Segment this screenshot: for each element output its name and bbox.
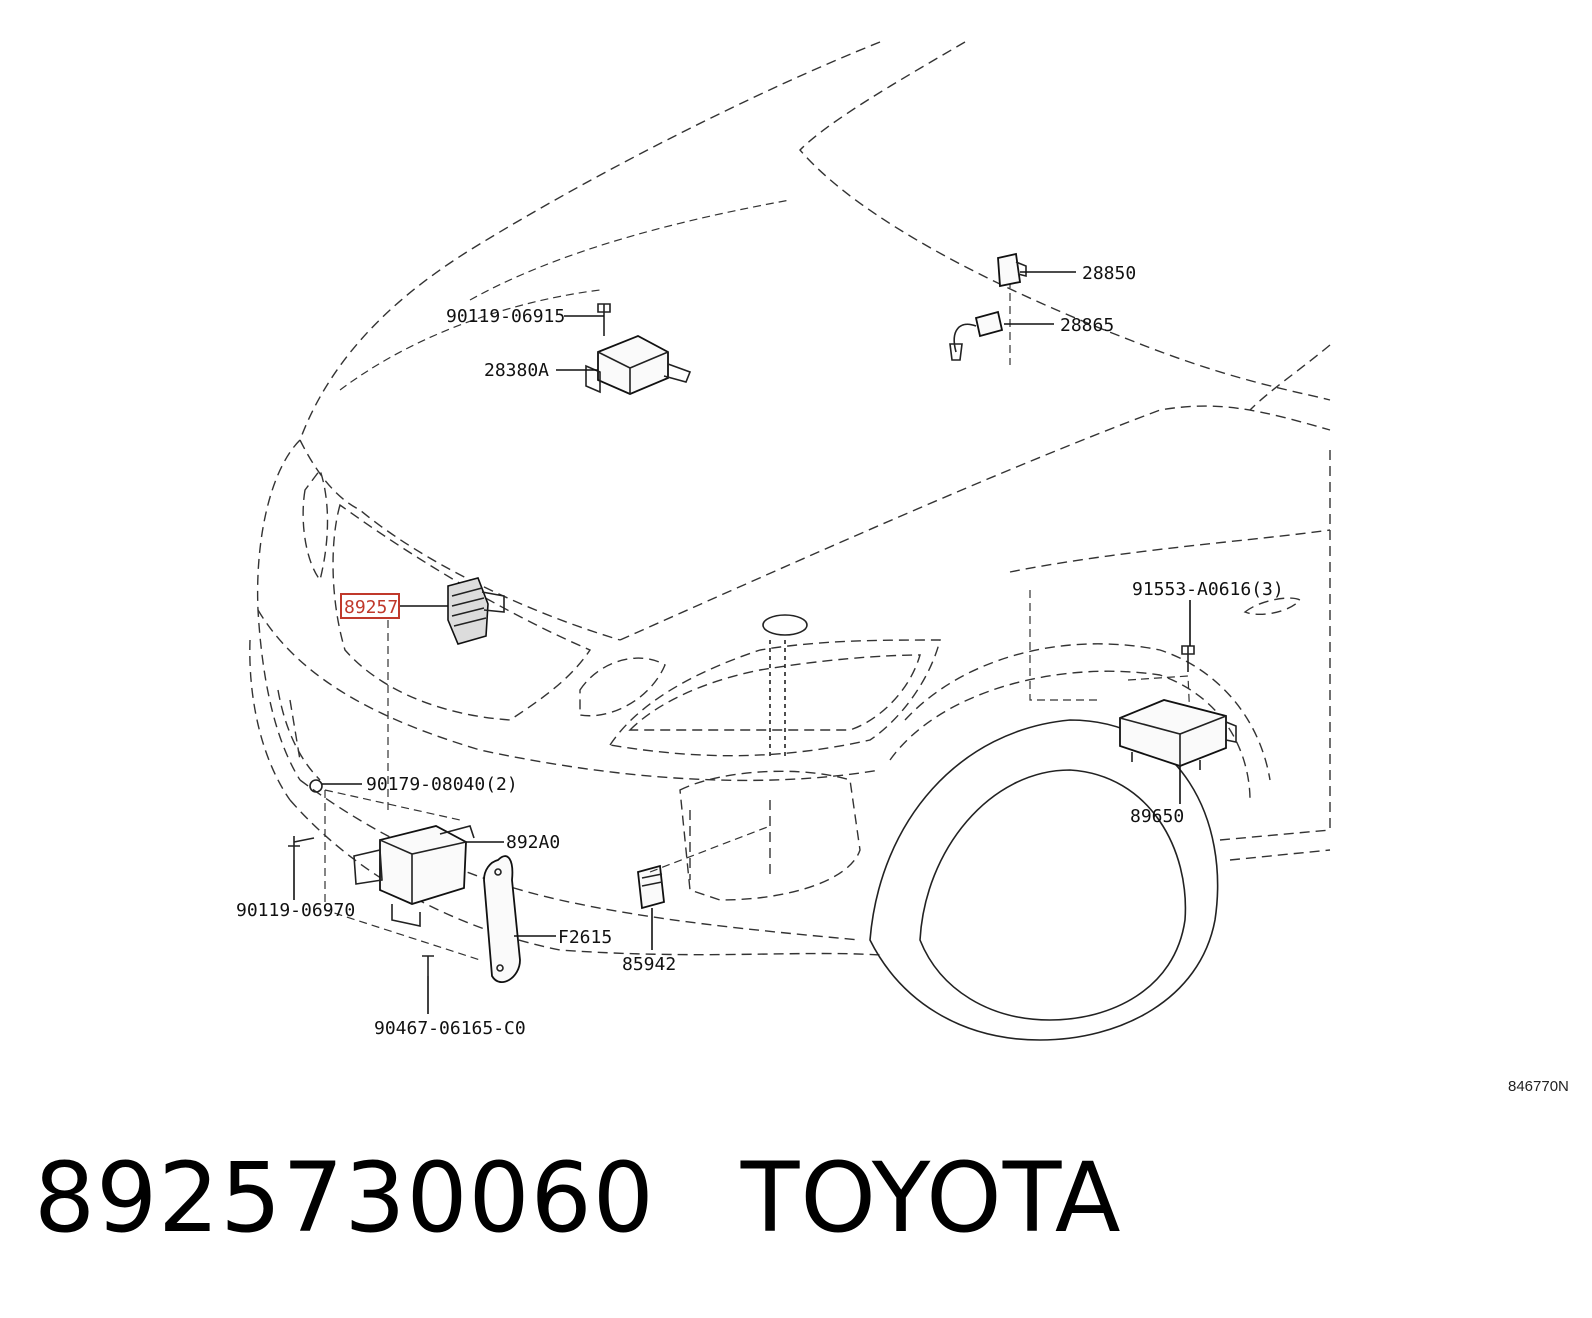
- brand-name: TOYOTA: [740, 1142, 1122, 1254]
- part-labels: 90119-06915 28380A 28850 28865 89257 915…: [236, 263, 1284, 1039]
- vehicle-outline: [249, 41, 1331, 1041]
- part-label-892a0[interactable]: 892A0: [506, 832, 560, 853]
- part-label-28380a[interactable]: 28380A: [484, 360, 549, 381]
- part-label-90119-06915[interactable]: 90119-06915: [446, 306, 565, 327]
- sensor-28850-shape: [997, 252, 1027, 288]
- bracket-f2615-shape: [422, 855, 521, 983]
- module-28380a-shape: [585, 303, 692, 395]
- ecu-89650-shape: [1119, 645, 1237, 770]
- part-caption: 8925730060 TOYOTA: [34, 1142, 1122, 1254]
- sensor-89257-shape: [447, 577, 505, 645]
- components: [288, 252, 1237, 983]
- part-label-91553-a0616[interactable]: 91553-A0616(3): [1132, 579, 1284, 600]
- harness-28865-shape: [949, 310, 1004, 361]
- part-label-28865[interactable]: 28865: [1060, 315, 1114, 336]
- diagram-reference-code: 846770N: [1508, 1078, 1569, 1095]
- part-label-89257[interactable]: 89257: [344, 597, 398, 618]
- part-label-90179-08040[interactable]: 90179-08040(2): [366, 774, 518, 795]
- leader-lines: [293, 271, 1191, 1014]
- relay-85942-shape: [637, 825, 771, 910]
- unit-892a0-shape: [288, 779, 475, 927]
- part-label-85942[interactable]: 85942: [622, 954, 676, 975]
- part-label-89650[interactable]: 89650: [1130, 806, 1184, 827]
- part-number: 8925730060: [34, 1142, 655, 1254]
- part-label-90119-06970[interactable]: 90119-06970: [236, 900, 355, 921]
- part-label-f2615[interactable]: F2615: [558, 927, 612, 948]
- part-label-28850[interactable]: 28850: [1082, 263, 1136, 284]
- highlight-box-89257: [340, 593, 400, 619]
- washer-tank-shape: [679, 770, 861, 901]
- parts-diagram: 90119-06915 28380A 28850 28865 89257 915…: [236, 41, 1331, 1041]
- part-label-90467-06165-c0[interactable]: 90467-06165-C0: [374, 1018, 526, 1039]
